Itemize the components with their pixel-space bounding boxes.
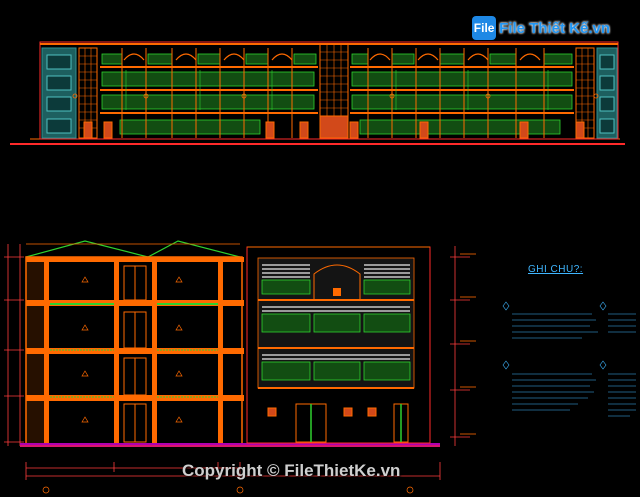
notes-title: GHI CHU?: <box>528 264 584 275</box>
logo-icon: File <box>472 16 497 40</box>
watermark-brand: File Thiết Kế.vn <box>499 19 610 37</box>
note-bullets <box>502 301 607 370</box>
watermark-logo: File File Thiết Kế.vn <box>472 14 610 42</box>
copyright-watermark: Copyright © FileThietKe.vn <box>182 461 401 480</box>
building-section <box>4 240 441 494</box>
side-elevation <box>246 246 476 446</box>
front-elevation <box>10 41 625 145</box>
notes-text-blocks <box>512 313 636 417</box>
